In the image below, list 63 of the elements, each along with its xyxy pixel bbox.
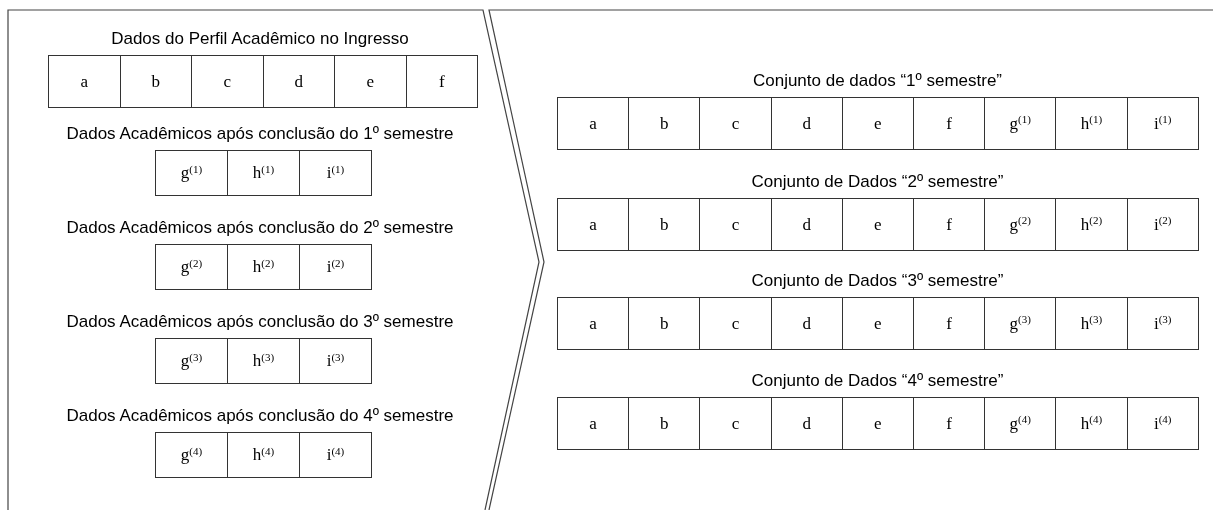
table-cell: g$^{(1)}$ (155, 150, 228, 196)
table-cell: b (628, 397, 701, 450)
table-cell: d (770, 397, 843, 450)
table-cell: i$^{(3)}$ (1126, 297, 1199, 350)
table-cell: g$^{(3)}$ (984, 297, 1057, 350)
table-heading: Conjunto de Dados “3º semestre” (750, 270, 1005, 292)
table-cell: e (841, 297, 914, 350)
table-cell: h$^{(3)}$ (1055, 297, 1128, 350)
table-cell: g$^{(2)}$ (984, 198, 1057, 251)
table-cell: a (557, 97, 630, 150)
table-cell: h$^{(4)}$ (227, 432, 300, 478)
table-cell: e (334, 55, 407, 108)
table-heading: Conjunto de dados “1º semestre” (751, 70, 1004, 92)
table-cell: e (841, 198, 914, 251)
table-cell: i$^{(3)}$ (299, 338, 372, 384)
table-cell: a (557, 297, 630, 350)
table-cell: h$^{(3)}$ (227, 338, 300, 384)
table-cell: d (770, 198, 843, 251)
table-cell: b (628, 198, 701, 251)
table-cell: f (913, 198, 986, 251)
table-cell: d (262, 55, 335, 108)
table-cell: d (770, 297, 843, 350)
table-cell: i$^{(1)}$ (1126, 97, 1199, 150)
table-cell: a (48, 55, 121, 108)
table-cell: i$^{(1)}$ (299, 150, 372, 196)
table-cell: h$^{(2)}$ (227, 244, 300, 290)
table-cell: f (913, 97, 986, 150)
table-cell: h$^{(1)}$ (1055, 97, 1128, 150)
table-cell: f (913, 297, 986, 350)
table-cell: g$^{(4)}$ (155, 432, 228, 478)
table-cell: f (405, 55, 478, 108)
table-cell: d (770, 97, 843, 150)
table-cell: g$^{(2)}$ (155, 244, 228, 290)
table-heading: Dados Acadêmicos após conclusão do 1º semestre (65, 123, 455, 145)
table-cell: h$^{(2)}$ (1055, 198, 1128, 251)
table-cell: c (699, 97, 772, 150)
table-cell: g$^{(4)}$ (984, 397, 1057, 450)
table-cell: i$^{(2)}$ (1126, 198, 1199, 251)
table-cell: b (628, 297, 701, 350)
table-cell: h$^{(1)}$ (227, 150, 300, 196)
table-cell: g$^{(3)}$ (155, 338, 228, 384)
table-heading: Conjunto de Dados “2º semestre” (750, 171, 1005, 193)
table-cell: b (119, 55, 192, 108)
table-cell: f (913, 397, 986, 450)
table-cell: a (557, 397, 630, 450)
table-cell: g$^{(1)}$ (984, 97, 1057, 150)
table-cell: c (699, 198, 772, 251)
table-heading: Dados Acadêmicos após conclusão do 2º semestre (65, 217, 455, 239)
table-cell: i$^{(4)}$ (299, 432, 372, 478)
table-cell: b (628, 97, 701, 150)
table-heading: Conjunto de Dados “4º semestre” (750, 370, 1005, 392)
table-cell: e (841, 397, 914, 450)
table-cell: c (699, 397, 772, 450)
table-heading: Dados Acadêmicos após conclusão do 3º semestre (65, 311, 455, 333)
table-cell: h$^{(4)}$ (1055, 397, 1128, 450)
table-cell: c (699, 297, 772, 350)
table-heading: Dados do Perfil Acadêmico no Ingresso (110, 28, 410, 50)
table-cell: a (557, 198, 630, 251)
table-heading: Dados Acadêmicos após conclusão do 4º semestre (65, 405, 455, 427)
table-cell: c (191, 55, 264, 108)
table-cell: e (841, 97, 914, 150)
table-cell: i$^{(4)}$ (1126, 397, 1199, 450)
table-cell: i$^{(2)}$ (299, 244, 372, 290)
